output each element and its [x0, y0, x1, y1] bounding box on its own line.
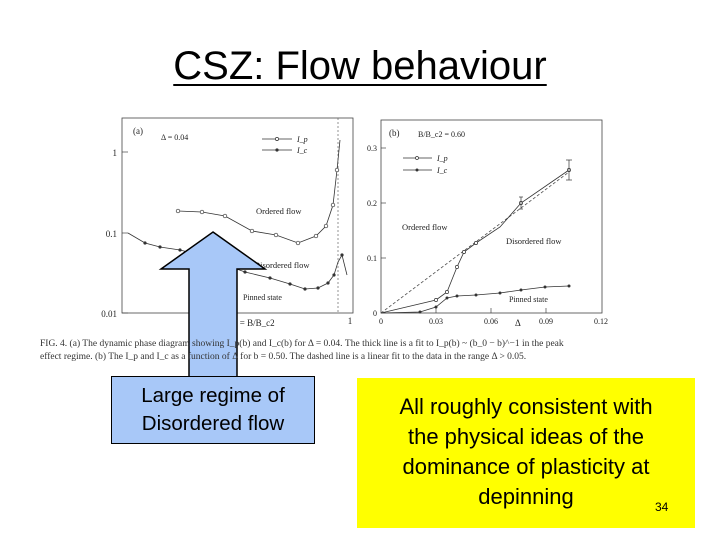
note-left-line-1: Large regime of	[141, 384, 285, 407]
panel-a-xtick-1: 1	[348, 316, 353, 326]
panel-b-region-pinned: Pinned state	[509, 295, 548, 304]
panel-b-xtick-4: 0.12	[594, 317, 608, 326]
panel-b-xtick-0: 0	[379, 317, 383, 326]
panel-a-region-pinned: Pinned state	[243, 293, 282, 302]
panel-a-legend-ip: I_p	[296, 135, 308, 144]
panel-b-ytick-1: 0.1	[367, 254, 377, 263]
panel-b-xtick-3: 0.09	[539, 317, 553, 326]
caption-line-2: effect regime. (b) The I_p and I_c as a …	[40, 351, 527, 362]
panel-b-annotation: B/B_c2 = 0.60	[418, 130, 465, 139]
panel-b-ytick-3: 0.3	[367, 144, 377, 153]
caption-line-1: FIG. 4. (a) The dynamic phase diagram sh…	[40, 339, 564, 349]
note-right-line-3: dominance of plasticity at	[402, 454, 650, 479]
panel-b-legend-ip: I_p	[436, 154, 448, 163]
panel-a-legend-ic: I_c	[296, 146, 308, 155]
panel-a-ytick-1: 1	[113, 148, 118, 158]
panel-b-region-disordered: Disordered flow	[506, 236, 562, 246]
panel-b-xlabel: Δ	[515, 318, 521, 328]
panel-a-label: (a)	[133, 126, 143, 136]
panel-a: 1 0.1 0.01 1 b = B/B_c2 (a) Δ = 0.04 I_p…	[101, 117, 354, 328]
panel-b-series-ic	[380, 285, 570, 314]
panel-a-ytick-3: 0.01	[101, 309, 117, 319]
note-left-line-2: Disordered flow	[141, 412, 285, 435]
panel-b-label: (b)	[389, 128, 400, 138]
slide-number: 34	[655, 500, 669, 514]
panel-a-xlabel: b = B/B_c2	[233, 318, 275, 328]
panel-a-region-ordered: Ordered flow	[256, 206, 302, 216]
panel-a-region-disordered: Disordered flow	[254, 260, 310, 270]
panel-b-frame	[380, 119, 603, 314]
note-right-line-1: All roughly consistent with	[399, 394, 653, 419]
panel-b-xtick-1: 0.03	[429, 317, 443, 326]
panel-b-xtick-2: 0.06	[484, 317, 498, 326]
panel-a-annotation: Δ = 0.04	[161, 133, 188, 142]
panel-b: 0 0.1 0.2 0.3 0 0.03 0.06 0.09 0.12 Δ (b…	[367, 119, 608, 328]
figure-caption: FIG. 4. (a) The dynamic phase diagram sh…	[40, 338, 710, 363]
panel-a-ytick-2: 0.1	[106, 229, 117, 239]
panel-a-series-ip	[177, 139, 341, 244]
panel-a-series-ic	[127, 232, 348, 290]
panel-b-ytick-0: 0	[373, 309, 377, 318]
note-right-line-4: depinning	[478, 484, 574, 509]
slide-title: CSZ: Flow behaviour	[173, 44, 547, 88]
panel-b-region-ordered: Ordered flow	[402, 222, 448, 232]
note-left-box: Large regime of Disordered flow	[111, 376, 315, 444]
panel-b-legend-ic: I_c	[436, 166, 448, 175]
panel-b-ytick-2: 0.2	[367, 199, 377, 208]
note-right-box: All roughly consistent with the physical…	[357, 378, 695, 528]
note-right-line-2: the physical ideas of the	[407, 424, 645, 449]
